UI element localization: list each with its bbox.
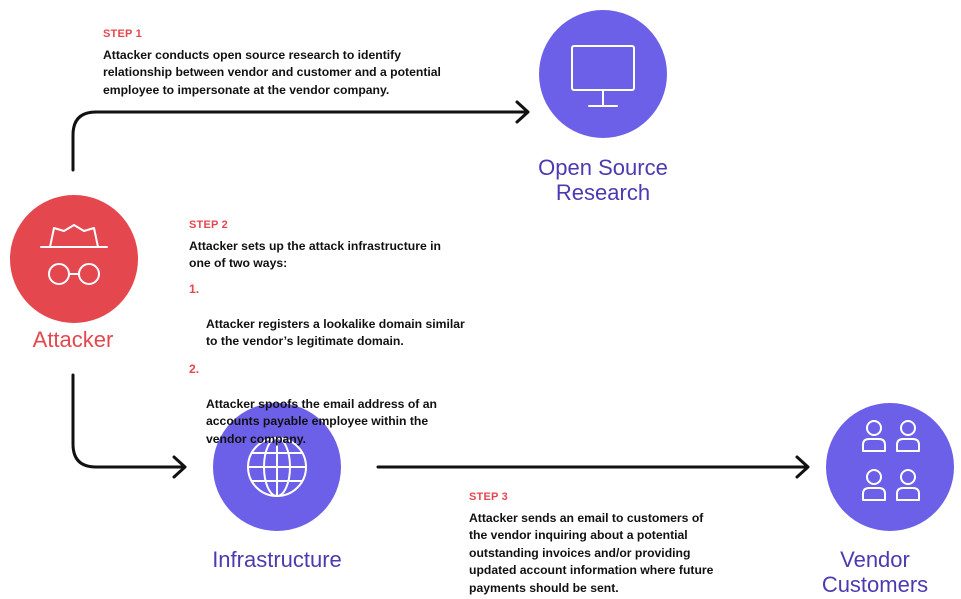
step-2-body: Attacker sets up the attack infrastructu… bbox=[189, 238, 441, 271]
step-2-item: 1. Attacker registers a lookalike domain… bbox=[189, 281, 519, 351]
arrow-attacker-to-research bbox=[71, 110, 529, 172]
step-2-item-text: Attacker spoofs the email address of an … bbox=[206, 396, 437, 446]
arrowhead-infrastructure bbox=[172, 455, 187, 479]
arrowhead-customers bbox=[795, 455, 810, 479]
step-3-title: STEP 3 bbox=[469, 491, 508, 503]
step-2: STEP 2 Attacker sets up the attack infra… bbox=[189, 217, 519, 448]
arrow-attacker-to-infrastructure bbox=[71, 373, 185, 469]
step-1-body: Attacker conducts open source research t… bbox=[103, 47, 441, 97]
step-3: STEP 3 Attacker sends an email to custom… bbox=[469, 489, 769, 597]
infrastructure-label: Infrastructure bbox=[212, 547, 342, 572]
step-2-title: STEP 2 bbox=[189, 219, 228, 231]
research-node bbox=[539, 10, 667, 138]
monitor-icon bbox=[571, 45, 635, 107]
spy-hat-glasses-icon bbox=[40, 224, 108, 285]
attacker-label: Attacker bbox=[32, 327, 114, 352]
step-1: STEP 1 Attacker conducts open source res… bbox=[103, 26, 523, 99]
step-2-item-number: 2. bbox=[189, 361, 200, 376]
infrastructure-node bbox=[213, 403, 341, 531]
arrowhead-research bbox=[515, 100, 530, 124]
attacker-node bbox=[10, 195, 138, 323]
step-3-body: Attacker sends an email to customers of … bbox=[469, 510, 714, 595]
research-label: Open Source Research bbox=[538, 155, 668, 205]
step-1-title: STEP 1 bbox=[103, 28, 142, 40]
step-2-item-number: 1. bbox=[189, 281, 200, 296]
people-group-icon bbox=[862, 420, 920, 501]
customers-label: Vendor Customers bbox=[821, 547, 929, 597]
step-2-item-text: Attacker registers a lookalike domain si… bbox=[206, 316, 465, 349]
globe-icon bbox=[247, 437, 307, 497]
step-2-item: 2. Attacker spoofs the email address of … bbox=[189, 361, 519, 449]
customers-node bbox=[826, 403, 954, 531]
